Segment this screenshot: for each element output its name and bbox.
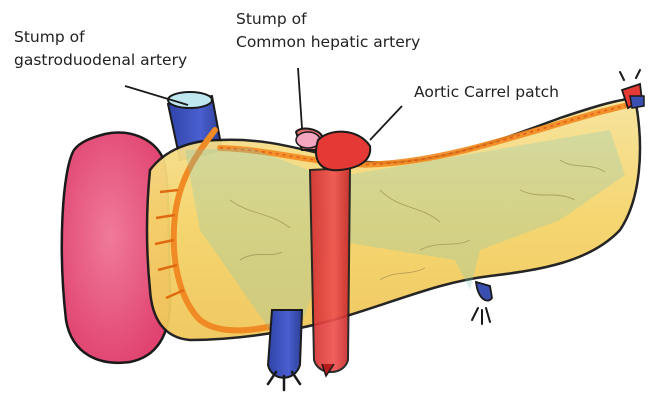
aortic-carrel-patch (316, 132, 370, 171)
label-common-hepatic-line1: Stump of (236, 9, 307, 29)
superior-mesenteric-vein (268, 310, 302, 390)
label-common-hepatic-line2: Common hepatic artery (236, 32, 420, 52)
leader-common-hepatic (298, 68, 302, 128)
label-aortic-carrel-patch: Aortic Carrel patch (414, 82, 559, 102)
gastroduodenal-stump-opening (168, 92, 212, 108)
label-gastroduodenal-line2: gastroduodenal artery (14, 50, 187, 70)
leader-carrel (370, 106, 402, 140)
inferior-vein-stump (472, 282, 492, 324)
label-gastroduodenal-line1: Stump of (14, 27, 85, 47)
superior-mesenteric-artery (310, 168, 350, 376)
